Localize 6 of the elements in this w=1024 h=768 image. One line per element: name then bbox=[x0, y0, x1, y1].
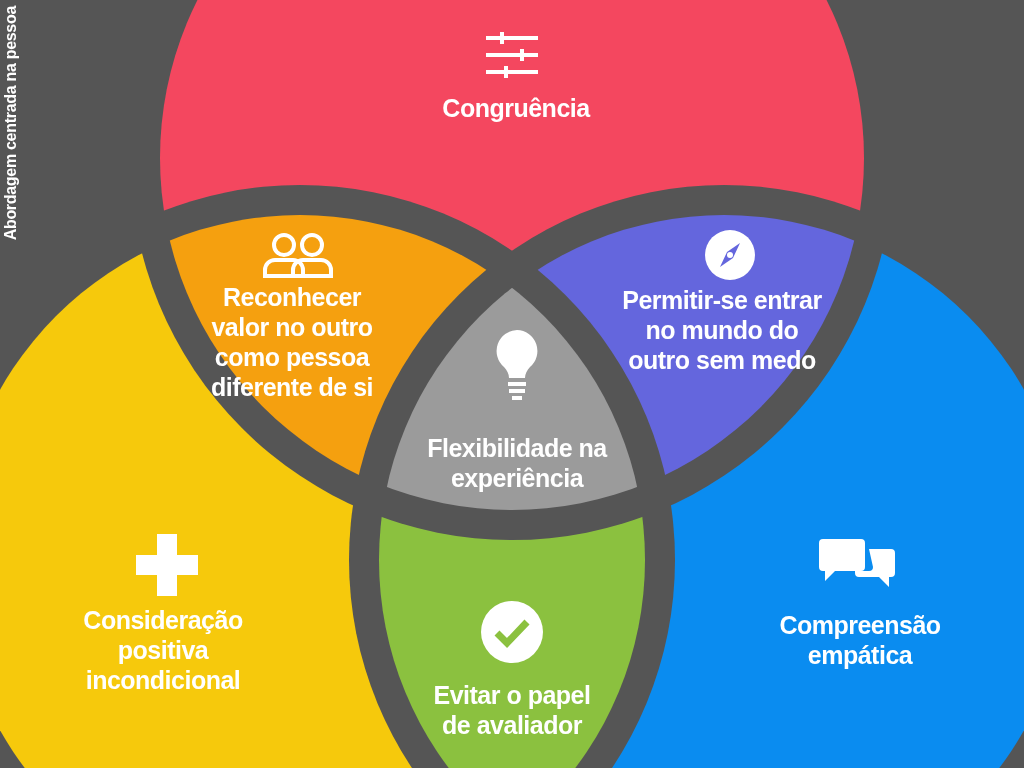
region-label: Evitar o papel de avaliador bbox=[432, 680, 592, 740]
region-label: Congruência bbox=[441, 93, 592, 123]
side-title: Abordagem centrada na pessoa bbox=[2, 6, 20, 241]
region-label: Consideração positiva incondicional bbox=[82, 605, 244, 695]
region-label: Compreensão empática bbox=[778, 610, 942, 670]
region-label: Flexibilidade na experiência bbox=[426, 433, 609, 493]
